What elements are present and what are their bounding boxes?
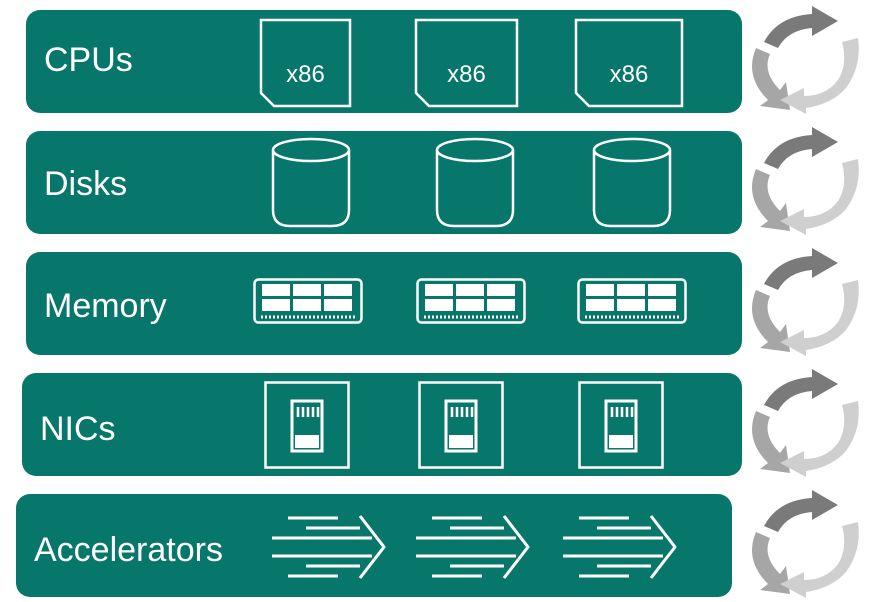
speed-arrow-icon — [559, 512, 677, 582]
cpu-chip-icon: x86 — [259, 17, 352, 109]
disk-cylinder-icon — [270, 136, 352, 230]
nic-card-icon — [264, 381, 350, 469]
row-label-disks: Disks — [44, 165, 128, 203]
refresh-cycle-icon — [742, 125, 864, 237]
row-label-accelerators: Accelerators — [34, 531, 223, 569]
refresh-cycle-icon — [742, 488, 864, 600]
cpu-chip-label: x86 — [447, 61, 486, 88]
row-label-cpus: CPUs — [44, 41, 133, 79]
refresh-cycle-icon — [742, 246, 864, 358]
memory-row: Memory — [26, 252, 742, 355]
speed-arrow-icon — [268, 512, 386, 582]
nic-card-icon — [578, 381, 664, 469]
refresh-cycle-icon — [742, 4, 864, 116]
disks-row: Disks — [26, 131, 742, 234]
refresh-cycle-icon — [742, 367, 864, 479]
row-label-nics: NICs — [40, 410, 116, 448]
memory-module-icon — [577, 278, 687, 324]
speed-arrow-icon — [412, 512, 530, 582]
cpu-chip-label: x86 — [286, 61, 325, 88]
nics-row: NICs — [22, 373, 742, 476]
disk-cylinder-icon — [591, 136, 673, 230]
disk-cylinder-icon — [434, 136, 516, 230]
cpus-row: CPUs x86 x86 x86 — [26, 10, 742, 113]
cpu-chip-icon: x86 — [414, 17, 519, 109]
memory-module-icon — [253, 278, 363, 324]
cpu-chip-icon: x86 — [574, 17, 684, 109]
nic-card-icon — [418, 381, 504, 469]
accelerators-row: Accelerators — [16, 494, 732, 597]
memory-module-icon — [416, 278, 526, 324]
cpu-chip-label: x86 — [609, 61, 649, 88]
row-label-memory: Memory — [44, 287, 167, 325]
